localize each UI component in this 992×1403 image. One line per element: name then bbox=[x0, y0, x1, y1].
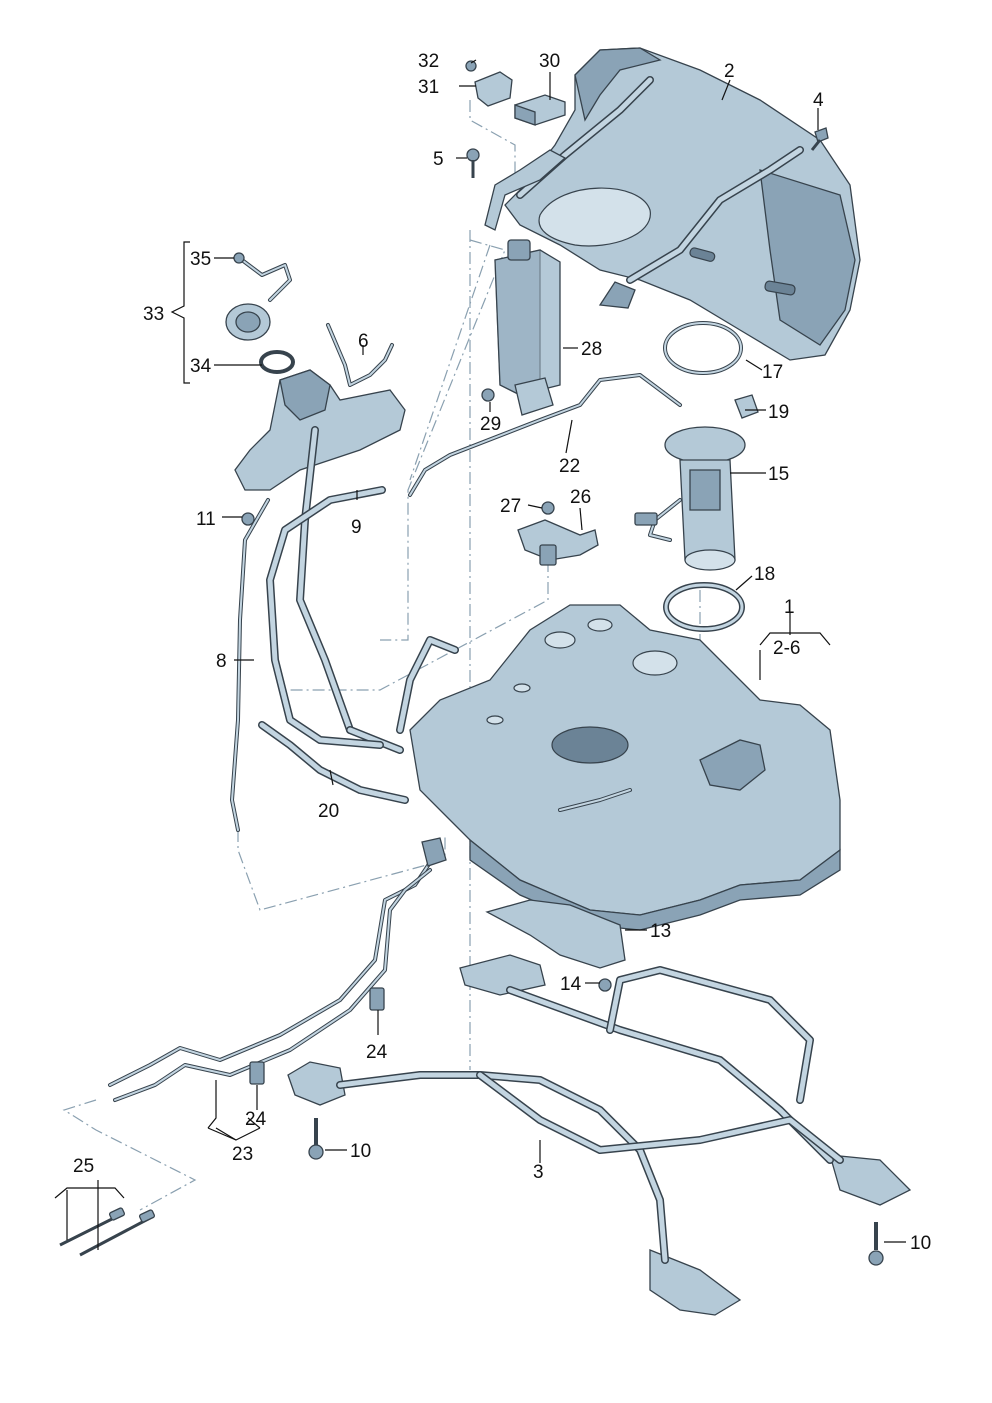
underbody-shield bbox=[485, 899, 626, 969]
label-3: 3 bbox=[533, 1162, 544, 1183]
label-32: 32 bbox=[418, 51, 439, 72]
cable bbox=[326, 323, 394, 387]
filler-cap-assembly bbox=[225, 252, 295, 374]
fuel-lines bbox=[108, 837, 447, 1102]
label-10b: 10 bbox=[910, 1233, 931, 1254]
label-18: 18 bbox=[754, 564, 775, 585]
hose bbox=[396, 636, 459, 734]
label-14: 14 bbox=[560, 974, 582, 995]
bolt bbox=[810, 127, 829, 151]
label-28: 28 bbox=[581, 339, 602, 360]
label-13: 13 bbox=[650, 921, 671, 942]
fuel-pump-module bbox=[634, 426, 746, 571]
label-1: 1 bbox=[784, 597, 795, 618]
vent-line bbox=[408, 373, 682, 497]
charcoal-canister bbox=[494, 239, 561, 416]
label-2-6: 2-6 bbox=[773, 638, 800, 659]
label-8: 8 bbox=[216, 651, 227, 672]
callout-labels: 32 31 30 2 4 5 35 33 34 6 28 17 29 19 22… bbox=[73, 51, 931, 1254]
bracket bbox=[484, 149, 567, 231]
label-10a: 10 bbox=[350, 1141, 371, 1162]
bolt bbox=[466, 148, 480, 178]
line-set bbox=[59, 1207, 156, 1257]
tank-cradle bbox=[287, 954, 912, 1316]
label-19: 19 bbox=[768, 402, 789, 423]
clip bbox=[249, 1061, 265, 1085]
hose bbox=[266, 486, 386, 749]
brake-line bbox=[230, 498, 270, 832]
label-23: 23 bbox=[232, 1144, 253, 1165]
label-11: 11 bbox=[196, 509, 216, 530]
label-31: 31 bbox=[418, 77, 439, 98]
label-27: 27 bbox=[500, 496, 521, 517]
label-26: 26 bbox=[570, 487, 591, 508]
seal-ring bbox=[663, 582, 745, 632]
label-34: 34 bbox=[190, 356, 212, 377]
label-24a: 24 bbox=[366, 1042, 388, 1063]
bolt bbox=[241, 512, 255, 526]
control-unit bbox=[514, 94, 566, 126]
label-33: 33 bbox=[143, 304, 164, 325]
bolt bbox=[868, 1222, 884, 1266]
label-30: 30 bbox=[539, 51, 560, 72]
leader-lines bbox=[54, 59, 906, 1250]
clip bbox=[369, 987, 385, 1011]
bolt bbox=[308, 1118, 324, 1160]
label-4: 4 bbox=[813, 90, 824, 111]
label-22: 22 bbox=[559, 456, 580, 477]
nut bbox=[465, 60, 477, 72]
label-9: 9 bbox=[351, 517, 362, 538]
label-5: 5 bbox=[433, 149, 444, 170]
label-29: 29 bbox=[480, 414, 501, 435]
label-2: 2 bbox=[724, 61, 735, 82]
label-20: 20 bbox=[318, 801, 339, 822]
label-6: 6 bbox=[358, 331, 369, 352]
label-17: 17 bbox=[762, 362, 783, 383]
valve bbox=[517, 519, 599, 566]
locking-ring bbox=[663, 321, 743, 375]
filler-neck bbox=[234, 369, 406, 754]
nut bbox=[541, 501, 555, 515]
connector bbox=[734, 394, 759, 419]
hose bbox=[258, 721, 409, 804]
label-35: 35 bbox=[190, 249, 211, 270]
bracket-small bbox=[474, 71, 513, 107]
label-25: 25 bbox=[73, 1156, 94, 1177]
label-24b: 24 bbox=[245, 1109, 267, 1130]
bolt bbox=[481, 388, 495, 402]
heat-shield bbox=[504, 47, 861, 361]
label-15: 15 bbox=[768, 464, 789, 485]
nut bbox=[598, 978, 612, 992]
